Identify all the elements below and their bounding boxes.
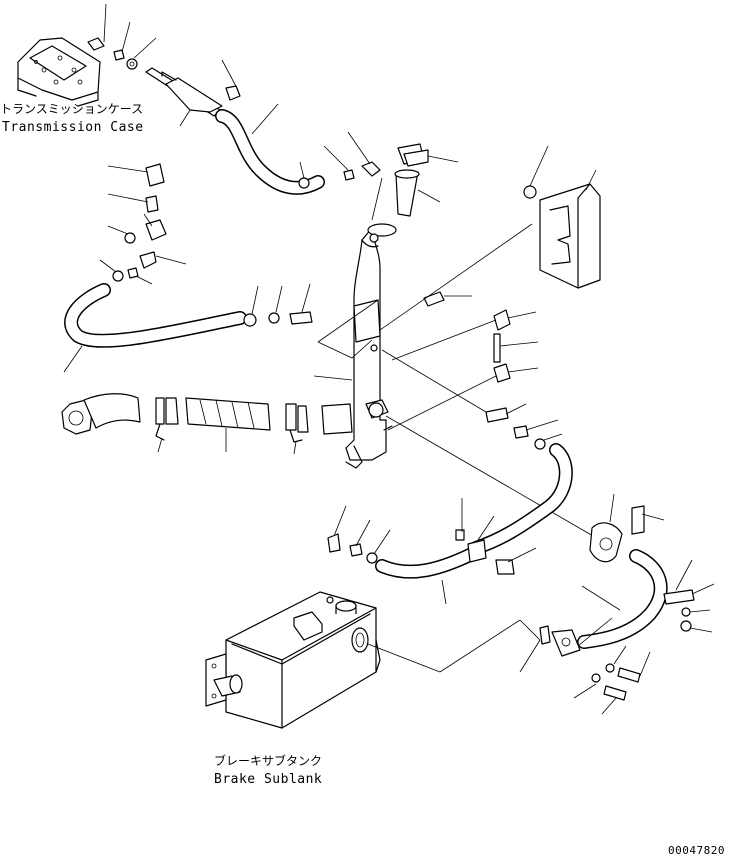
brake-subtank-label-en: Brake Sublank <box>214 772 323 787</box>
drawing-number: 00047820 <box>668 844 725 857</box>
filler-side-fittings <box>423 291 563 450</box>
breather-fittings <box>298 131 381 189</box>
brake-subtank <box>205 591 521 729</box>
small-parts-column <box>99 163 187 285</box>
hose-middle <box>375 443 573 605</box>
transmission-case-label-jp: トランスミッションケース <box>0 102 144 116</box>
filler-intake <box>61 393 353 455</box>
mounting-bracket <box>523 145 601 289</box>
hose-left-loop <box>63 283 313 373</box>
filler-leaders <box>313 223 601 541</box>
tank-fittings <box>327 505 537 575</box>
transmission-fittings <box>87 3 157 70</box>
transmission-case-label-en: Transmission Case <box>2 120 144 135</box>
lower-right-fittings <box>519 619 651 715</box>
brake-subtank-label-jp: ブレーキサブタンク <box>214 754 323 768</box>
filler-tube <box>345 223 397 469</box>
right-elbow-assembly <box>551 493 668 657</box>
transmission-pipe <box>145 59 241 127</box>
filler-cap <box>371 143 459 221</box>
right-bracket <box>663 559 715 633</box>
transmission-case <box>17 37 101 107</box>
